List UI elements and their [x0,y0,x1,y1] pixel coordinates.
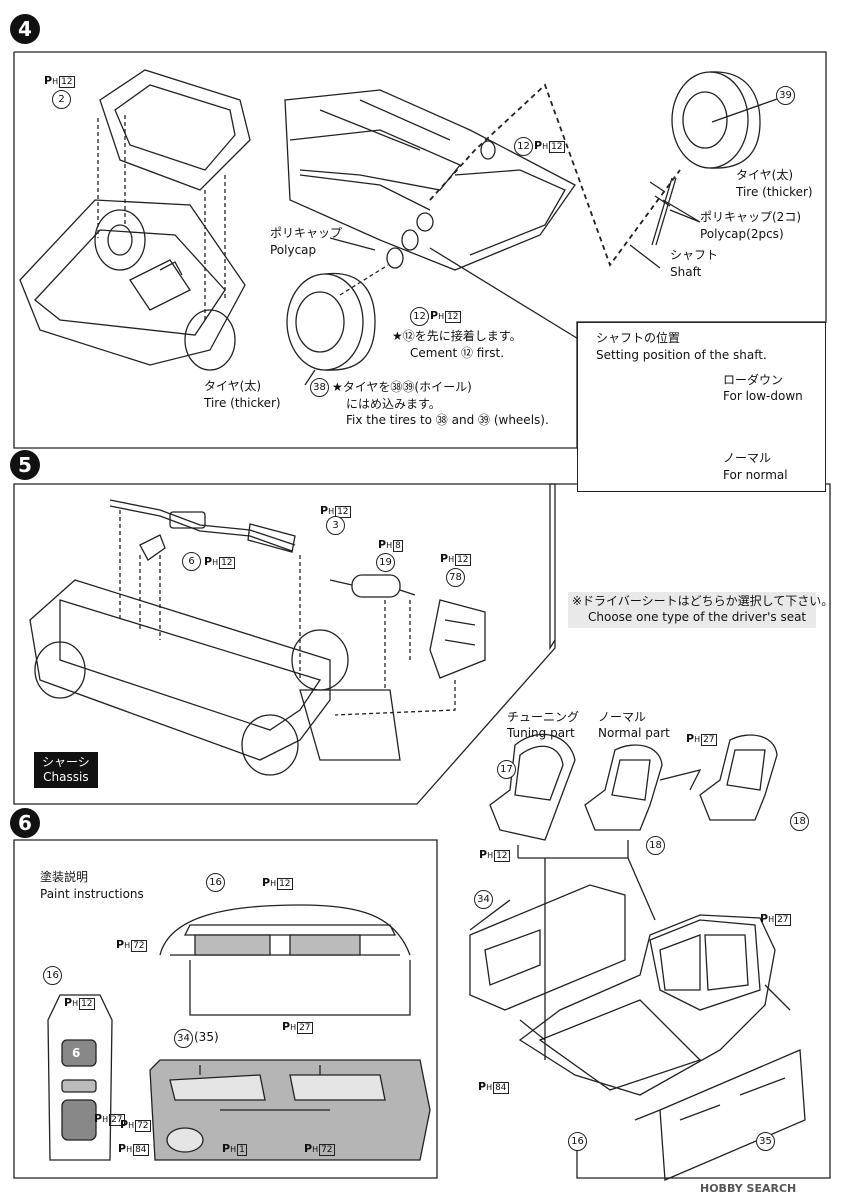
normal-label-en: For normal [723,468,788,482]
shaft-label-jp: シャフト [670,248,719,262]
part-number-12: 12 [514,137,533,156]
normal-label-jp: ノーマル [723,451,772,465]
normal-part-label-en: Normal part [598,726,670,740]
tuning-part-label-jp: チューニング [507,710,580,724]
part-number-35: 35 [756,1132,775,1151]
part-number-39: 39 [776,86,795,105]
step-number-6: 6 [10,808,40,838]
seat-choice-note-en: Choose one type of the driver's seat [588,610,807,624]
chassis-tag-jp: シャーシ [42,755,90,769]
part-number-34: 34 [174,1029,193,1048]
polycap-2pcs-label-jp: ポリキャップ(2コ) [700,210,801,224]
shaft-label-en: Shaft [670,265,702,279]
polycap-2pcs-label-en: Polycap(2pcs) [700,227,784,241]
low-down-label-jp: ローダウン [723,373,784,387]
tire-label-jp: タイヤ(太) [204,379,262,393]
step-number-5: 5 [10,450,40,480]
polycap-label-jp: ポリキャップ [270,226,343,240]
part-number-17: 17 [497,760,516,779]
part-number-12: 12 [410,307,429,326]
polycap-label-en: Polycap [270,243,317,257]
step-number-4: 4 [10,14,40,44]
part-number-16: 16 [206,873,225,892]
part-number-19: 19 [376,553,395,572]
low-down-label-en: For low-down [723,389,803,403]
part-number-38: 38 [310,378,329,397]
cement-note-jp: ★⑫を先に接着します。 [392,329,522,343]
part-number-16: 16 [43,966,62,985]
paint-instructions-title-en: Paint instructions [40,887,144,901]
cement-note-en: Cement ⑫ first. [410,346,505,360]
part-number-18: 18 [790,812,809,831]
gear-shift-number: 6 [72,1046,81,1060]
seat-choice-note: ※ドライバーシートはどちらか選択して下さい。 Choose one type o… [568,592,833,628]
tuning-part-label-en: Tuning part [507,726,575,740]
paint-instructions-title-jp: 塗装説明 [40,870,89,884]
part-number-3: 3 [326,516,345,535]
part-number-78: 78 [446,568,465,587]
fix-note-jp-2: にはめ込みます。 [346,397,441,411]
tire-label-en: Tire (thicker) [736,185,813,199]
callout-title-en: Setting position of the shaft. [596,348,767,362]
part-number-6: 6 [182,552,201,571]
callout-title-jp: シャフトの位置 [596,331,681,345]
seat-choice-note-jp: ※ドライバーシートはどちらか選択して下さい。 [572,594,834,608]
fix-note-en: Fix the tires to ㊳ and ㊴ (wheels). [346,413,549,427]
tire-label-jp: タイヤ(太) [736,168,794,182]
part-number-18: 18 [646,836,665,855]
tire-label-en: Tire (thicker) [204,396,281,410]
part-number-34: 34 [474,890,493,909]
chassis-tag-en: Chassis [43,770,89,784]
fix-note-jp: ★タイヤを㊳㊴(ホイール) [332,380,472,394]
footer-watermark: HOBBY SEARCH [700,1182,797,1195]
part-number-35-paren: (35) [194,1030,219,1044]
normal-part-label-jp: ノーマル [598,710,647,724]
chassis-tag: シャーシ Chassis [34,752,98,788]
shaft-position-callout: シャフトの位置 Setting position of the shaft. ロ… [577,322,826,492]
part-number-16: 16 [568,1132,587,1151]
part-number-2: 2 [52,90,71,109]
